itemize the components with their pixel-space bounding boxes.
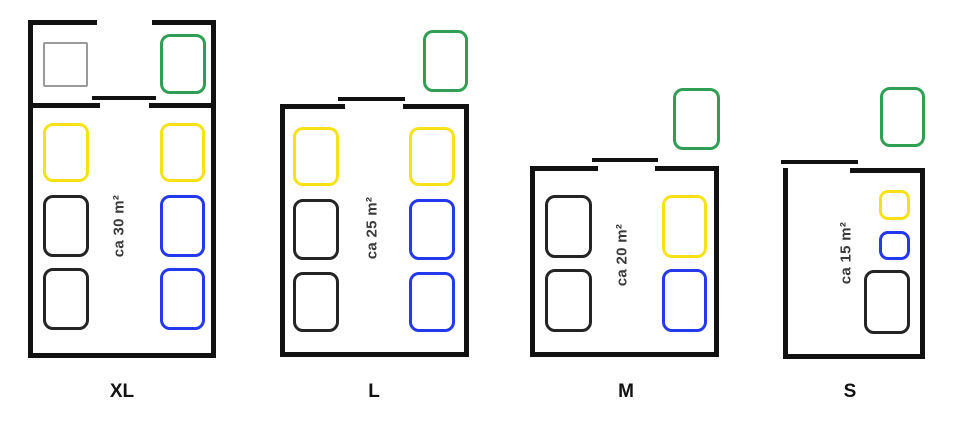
wall-segment bbox=[464, 104, 469, 357]
black-box bbox=[293, 199, 339, 260]
gray-box bbox=[43, 42, 88, 87]
blue-box bbox=[160, 268, 205, 330]
room-size-label: XL bbox=[109, 381, 135, 402]
yellow-box bbox=[293, 127, 339, 186]
blue-box bbox=[662, 269, 707, 332]
yellow-box bbox=[43, 123, 89, 182]
wall-segment bbox=[850, 168, 925, 173]
green-box bbox=[880, 87, 925, 147]
room-size-label: S bbox=[843, 381, 857, 402]
black-box bbox=[43, 268, 89, 330]
black-box bbox=[864, 270, 910, 334]
wall-segment bbox=[783, 168, 788, 359]
door-opening-bar bbox=[92, 96, 156, 100]
wall-segment bbox=[28, 353, 216, 358]
wall-segment bbox=[152, 20, 216, 25]
blue-box bbox=[879, 231, 910, 260]
black-box bbox=[293, 272, 339, 332]
wall-segment bbox=[530, 166, 535, 357]
yellow-box bbox=[879, 190, 910, 220]
wall-segment bbox=[530, 166, 598, 171]
wall-segment bbox=[149, 103, 216, 108]
wall-segment bbox=[280, 104, 345, 109]
room-area-label: ca 30 m² bbox=[110, 194, 128, 258]
wall-segment bbox=[783, 354, 925, 359]
wall-segment bbox=[714, 166, 719, 357]
blue-box bbox=[409, 199, 455, 260]
wall-segment bbox=[211, 20, 216, 358]
wall-segment bbox=[655, 166, 719, 171]
wall-segment bbox=[403, 104, 469, 109]
green-box bbox=[423, 30, 468, 92]
yellow-box bbox=[160, 123, 205, 182]
wall-segment bbox=[530, 352, 719, 357]
wall-segment bbox=[28, 20, 33, 358]
wall-segment bbox=[280, 104, 285, 357]
wall-segment bbox=[28, 20, 97, 25]
black-box bbox=[545, 195, 592, 258]
blue-box bbox=[409, 272, 455, 332]
yellow-box bbox=[662, 195, 707, 258]
door-opening-bar bbox=[592, 158, 658, 162]
wall-segment bbox=[280, 352, 469, 357]
green-box bbox=[673, 88, 720, 150]
wall-segment bbox=[920, 168, 925, 359]
room-area-label: ca 15 m² bbox=[837, 221, 855, 285]
black-box bbox=[545, 269, 592, 332]
room-area-label: ca 25 m² bbox=[363, 196, 381, 260]
blue-box bbox=[160, 195, 205, 257]
room-size-label: L bbox=[368, 381, 380, 402]
room-size-label: M bbox=[618, 381, 634, 402]
door-opening-bar bbox=[781, 160, 858, 164]
green-box bbox=[160, 34, 206, 94]
door-opening-bar bbox=[338, 97, 405, 101]
yellow-box bbox=[409, 127, 455, 186]
black-box bbox=[43, 195, 89, 257]
wall-segment bbox=[28, 103, 100, 108]
room-area-label: ca 20 m² bbox=[613, 223, 631, 287]
